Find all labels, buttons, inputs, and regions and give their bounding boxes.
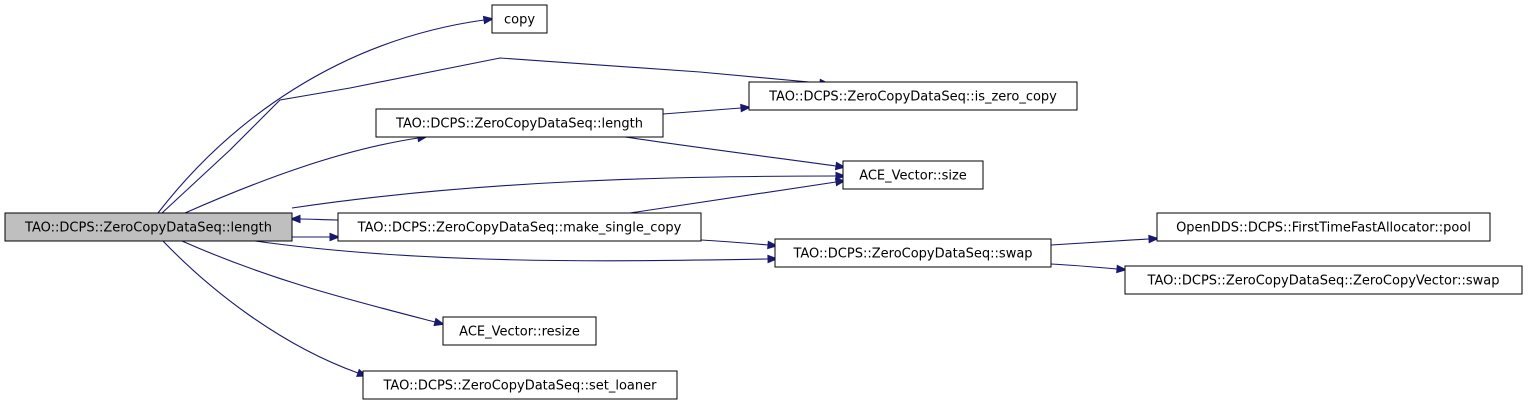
edge-make_single_copy-to-swap xyxy=(700,239,779,250)
edge-root-to-resize xyxy=(181,240,445,327)
edge-length2-to-size xyxy=(624,136,847,171)
node-label: TAO::DCPS::ZeroCopyDataSeq::length xyxy=(24,221,272,236)
node-length2[interactable]: TAO::DCPS::ZeroCopyDataSeq::length xyxy=(375,108,664,138)
edge-length2-to-is_zero_copy xyxy=(662,103,752,115)
node-zcv-swap[interactable]: TAO::DCPS::ZeroCopyDataSeq::ZeroCopyVect… xyxy=(1124,265,1523,295)
node-pool[interactable]: OpenDDS::DCPS::FirstTimeFastAllocator::p… xyxy=(1156,212,1491,242)
edge-make_single_copy-to-size xyxy=(629,177,847,214)
edge-root-to-copy xyxy=(157,15,495,214)
node-is-zero-copy[interactable]: TAO::DCPS::ZeroCopyDataSeq::is_zero_copy xyxy=(748,81,1078,111)
node-label: copy xyxy=(504,13,535,28)
edge-swap-to-pool xyxy=(1050,234,1160,246)
node-label: TAO::DCPS::ZeroCopyDataSeq::is_zero_copy xyxy=(768,90,1057,105)
node-label: ACE_Vector::resize xyxy=(459,325,580,340)
node-label: TAO::DCPS::ZeroCopyDataSeq::make_single_… xyxy=(357,221,682,236)
node-swap[interactable]: TAO::DCPS::ZeroCopyDataSeq::swap xyxy=(774,238,1052,268)
node-label: TAO::DCPS::ZeroCopyDataSeq::set_loaner xyxy=(383,379,658,394)
edge-root-to-swap xyxy=(254,240,779,264)
node-size[interactable]: ACE_Vector::size xyxy=(842,160,984,190)
node-root[interactable]: TAO::DCPS::ZeroCopyDataSeq::length xyxy=(4,212,293,242)
edge-root-to-make_single_copy xyxy=(292,232,341,242)
edge-root-to-size xyxy=(291,171,847,209)
node-label: TAO::DCPS::ZeroCopyDataSeq::length xyxy=(395,117,643,132)
node-set-loaner[interactable]: TAO::DCPS::ZeroCopyDataSeq::set_loaner xyxy=(362,370,678,400)
node-label: ACE_Vector::size xyxy=(859,169,967,184)
edge-root-to-set_loaner xyxy=(162,240,368,377)
node-label: TAO::DCPS::ZeroCopyDataSeq::ZeroCopyVect… xyxy=(1147,274,1500,289)
edge-swap-to-zcv_swap xyxy=(1050,263,1128,274)
edge-root-to-length2 xyxy=(184,133,429,214)
edge-make_single_copy-to-root xyxy=(289,214,339,224)
node-resize[interactable]: ACE_Vector::resize xyxy=(442,316,597,346)
node-copy[interactable]: copy xyxy=(491,4,548,34)
node-label: OpenDDS::DCPS::FirstTimeFastAllocator::p… xyxy=(1176,221,1471,236)
node-make-single-copy[interactable]: TAO::DCPS::ZeroCopyDataSeq::make_single_… xyxy=(337,212,702,242)
node-label: TAO::DCPS::ZeroCopyDataSeq::swap xyxy=(792,247,1032,262)
